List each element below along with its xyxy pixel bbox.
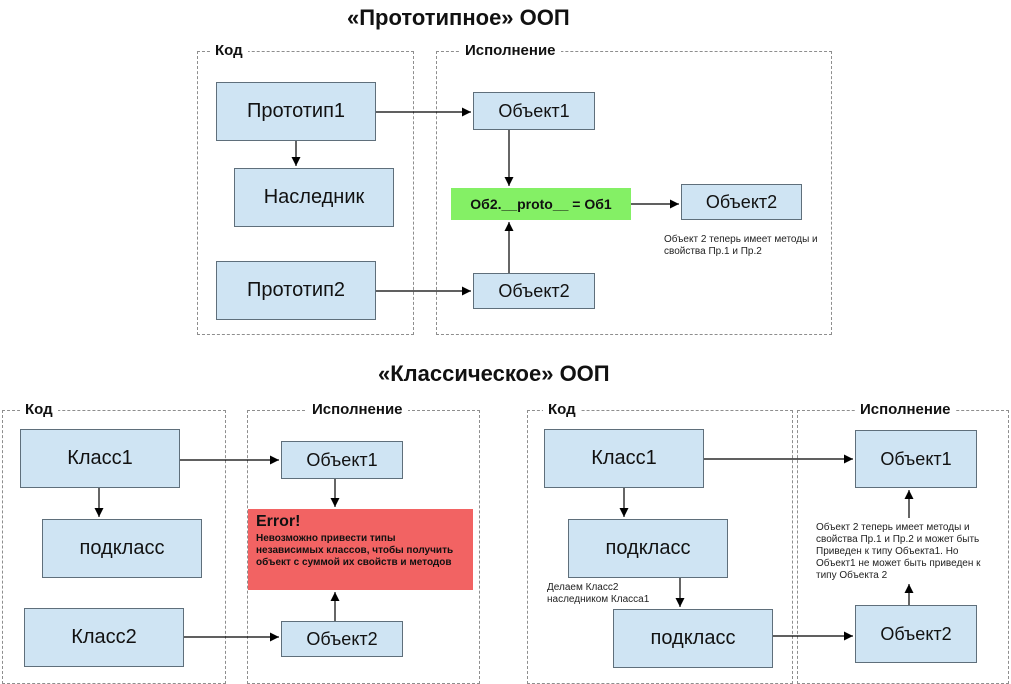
node-left-object1: Объект1	[281, 441, 403, 479]
note-inherit: Делаем Класс2 наследником Класса1	[547, 582, 650, 605]
frame-right-exec-label: Исполнение	[855, 401, 956, 418]
node-right-subclass2: подкласс	[613, 609, 773, 668]
node-top-object1: Объект1	[473, 92, 595, 130]
frame-left-code-label: Код	[20, 401, 58, 418]
node-heir: Наследник	[234, 168, 394, 227]
frame-left-exec-label: Исполнение	[307, 401, 408, 418]
title-prototype-oop: «Прототипное» ООП	[347, 5, 570, 30]
frame-top-code-label: Код	[210, 42, 248, 59]
frame-top-exec	[436, 51, 832, 335]
node-left-subclass: подкласс	[42, 519, 202, 578]
node-left-class2: Класс2	[24, 608, 184, 667]
node-right-class1: Класс1	[544, 429, 704, 488]
node-right-object2: Объект2	[855, 605, 977, 663]
node-left-class1: Класс1	[20, 429, 180, 488]
note-right-exec: Объект 2 теперь имеет методы и свойства …	[816, 522, 981, 581]
node-right-subclass1: подкласс	[568, 519, 728, 578]
node-top-object2: Объект2	[473, 273, 595, 309]
node-prototype2: Прототип2	[216, 261, 376, 320]
node-left-object2: Объект2	[281, 621, 403, 657]
node-prototype1: Прототип1	[216, 82, 376, 141]
frame-top-code	[197, 51, 414, 335]
proto-assignment-highlight: Об2.__proto__ = Об1	[451, 188, 631, 220]
node-right-object1: Объект1	[855, 430, 977, 488]
error-message: Невозможно привести типы независимых кла…	[256, 533, 454, 568]
note-top-object2: Объект 2 теперь имеет методы и свойства …	[664, 234, 818, 257]
error-title: Error!	[256, 513, 301, 530]
title-classic-oop: «Классическое» ООП	[378, 361, 610, 386]
frame-top-exec-label: Исполнение	[460, 42, 561, 59]
error-box: Error! Невозможно привести типы независи…	[248, 509, 473, 590]
frame-right-code-label: Код	[543, 401, 581, 418]
node-top-object2-result: Объект2	[681, 184, 802, 220]
